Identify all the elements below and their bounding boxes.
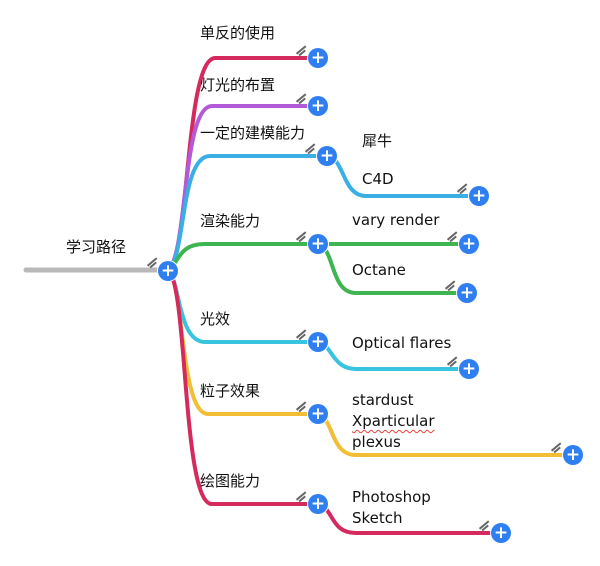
- expand-lighting-plus-icon[interactable]: +: [308, 96, 328, 116]
- resize-grip-icon[interactable]: [295, 492, 307, 502]
- resize-grip-icon[interactable]: [446, 232, 458, 242]
- expand-optical-flares-plus-icon[interactable]: +: [459, 359, 479, 379]
- resize-grip-icon[interactable]: [446, 357, 458, 367]
- expand-particle-plus-icon[interactable]: +: [308, 404, 328, 424]
- root-label[interactable]: 学习路径: [66, 238, 127, 256]
- resize-grip-icon[interactable]: [456, 184, 468, 194]
- branch-label-particle[interactable]: 粒子效果: [200, 382, 261, 400]
- expand-octane-plus-icon[interactable]: +: [457, 283, 477, 303]
- resize-grip-icon[interactable]: [444, 281, 456, 291]
- expand-render-plus-icon[interactable]: +: [308, 234, 328, 254]
- expand-drawing-list-plus-icon[interactable]: +: [491, 523, 511, 543]
- subtopic-plexus: plexus: [352, 433, 401, 451]
- expand-vary-render-plus-icon[interactable]: +: [459, 234, 479, 254]
- branch-label-modeling[interactable]: 一定的建模能力: [200, 124, 306, 142]
- branch-line-drawing: [166, 268, 318, 506]
- branch-label-lighting[interactable]: 灯光的布置: [200, 76, 276, 94]
- branch-line-render: [166, 242, 318, 272]
- expand-c4d-plus-icon[interactable]: +: [469, 186, 489, 206]
- subtopic-photoshop: Photoshop: [352, 488, 431, 506]
- expand-drawing-plus-icon[interactable]: +: [308, 494, 328, 514]
- resize-grip-icon[interactable]: [295, 330, 307, 340]
- subtopic-sketch: Sketch: [352, 509, 403, 527]
- resize-grip-icon[interactable]: [295, 402, 307, 412]
- resize-grip-icon[interactable]: [550, 443, 562, 453]
- branch-label-drawing[interactable]: 绘图能力: [200, 472, 261, 490]
- expand-root-plus-icon[interactable]: +: [158, 261, 178, 281]
- expand-dslr-plus-icon[interactable]: +: [308, 48, 328, 68]
- resize-grip-icon[interactable]: [304, 144, 316, 154]
- subtopic-xparticular: Xparticular: [352, 412, 435, 430]
- branch-label-render[interactable]: 渲染能力: [200, 212, 261, 230]
- expand-particle-list-plus-icon[interactable]: +: [563, 445, 583, 465]
- branch-label-dslr[interactable]: 单反的使用: [200, 24, 276, 42]
- resize-grip-icon[interactable]: [295, 46, 307, 56]
- subtopic-optical-flares[interactable]: Optical flares: [352, 334, 452, 352]
- subtopic-rhino[interactable]: 犀牛: [362, 132, 393, 150]
- resize-grip-icon[interactable]: [146, 258, 158, 268]
- subtopic-drawing-list[interactable]: Photoshop Sketch: [352, 487, 431, 529]
- resize-grip-icon[interactable]: [295, 94, 307, 104]
- subtopic-particle-list[interactable]: stardust Xparticular plexus: [352, 390, 435, 453]
- expand-light-effect-plus-icon[interactable]: +: [308, 332, 328, 352]
- resize-grip-icon[interactable]: [478, 521, 490, 531]
- expand-modeling-plus-icon[interactable]: +: [317, 146, 337, 166]
- subtopic-stardust: stardust: [352, 391, 414, 409]
- subtopic-vary-render[interactable]: vary render: [352, 211, 440, 229]
- subtopic-octane[interactable]: Octane: [352, 261, 406, 279]
- subtopic-c4d[interactable]: C4D: [362, 170, 394, 188]
- resize-grip-icon[interactable]: [295, 232, 307, 242]
- branch-label-light-effect[interactable]: 光效: [200, 310, 231, 328]
